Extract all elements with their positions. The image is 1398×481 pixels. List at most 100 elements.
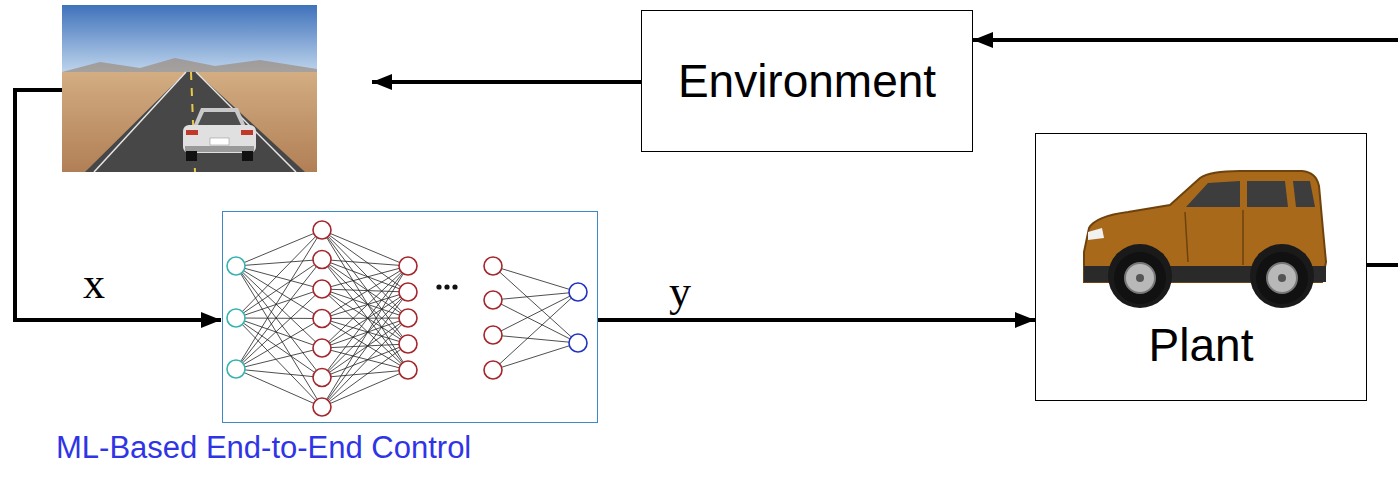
network-weight	[322, 370, 408, 378]
desert	[62, 72, 317, 172]
neuron	[313, 398, 331, 416]
environment-box: Environment	[641, 10, 973, 152]
network-weight	[322, 318, 408, 348]
road	[85, 72, 305, 172]
signal-arrow	[973, 40, 1398, 265]
neuron	[313, 369, 331, 387]
number-plate	[210, 138, 229, 145]
network-weight	[322, 266, 408, 289]
car-tire	[186, 151, 197, 161]
network-weight	[236, 230, 322, 318]
network-weight	[322, 318, 408, 378]
car-body	[183, 125, 256, 153]
network-weight	[322, 266, 408, 319]
door-line	[1185, 212, 1188, 262]
network-weight	[236, 230, 322, 266]
signal-arrow	[598, 318, 1035, 322]
neuron	[484, 326, 502, 344]
road-edge-line	[196, 72, 296, 172]
network-weight	[322, 370, 408, 407]
network-weight	[322, 266, 408, 348]
network-weight	[236, 289, 322, 369]
network-weight	[493, 300, 578, 343]
network-weight	[322, 292, 408, 378]
network-weight	[236, 348, 322, 369]
neuron	[227, 360, 245, 378]
network-weight	[322, 318, 408, 320]
neuron	[227, 257, 245, 275]
network-weight	[236, 266, 322, 378]
network-weight	[236, 318, 322, 320]
box-heading: ML-Based End-to-End Control	[56, 430, 471, 466]
network-weight	[493, 292, 578, 335]
ellipsis-dot	[436, 284, 441, 289]
network-weight	[236, 260, 322, 370]
car-tire	[1114, 252, 1166, 304]
neuron	[313, 280, 331, 298]
neuron	[399, 283, 417, 301]
network-weight	[322, 289, 408, 318]
network-weight	[236, 230, 322, 369]
suv-illustration	[1084, 171, 1326, 308]
neuron	[569, 334, 587, 352]
signal-name: y	[666, 270, 694, 314]
neuron	[227, 309, 245, 327]
network-weight	[236, 260, 322, 319]
network-weight	[493, 335, 578, 343]
neuron	[399, 335, 417, 353]
car-window	[1247, 181, 1288, 207]
network-weight	[322, 318, 408, 407]
neuron	[399, 309, 417, 327]
network-weight	[322, 289, 408, 292]
door-line	[1242, 210, 1244, 265]
network-weight	[493, 292, 578, 370]
signal-arrow	[372, 80, 641, 84]
network-weight	[236, 369, 322, 378]
neuron	[569, 283, 587, 301]
neuron	[484, 361, 502, 379]
network-weight	[236, 260, 322, 267]
network-box: ML-Based End-to-End Control	[222, 211, 598, 423]
network-weight	[236, 266, 322, 348]
road-edge-line	[94, 72, 186, 172]
network-weight	[236, 266, 322, 289]
neural-network	[227, 221, 587, 416]
network-weight	[493, 266, 578, 292]
node-label: Environment	[678, 55, 936, 108]
neuron	[313, 221, 331, 239]
tail-light	[241, 130, 253, 135]
wheel-rim	[1267, 263, 1297, 293]
headlight	[1088, 228, 1104, 240]
neuron	[484, 257, 502, 275]
wheel-hub	[1278, 274, 1286, 282]
network-weight	[236, 318, 322, 407]
car-window	[1293, 181, 1315, 207]
neuron	[313, 251, 331, 269]
network-weight	[236, 319, 322, 370]
network-weight	[322, 344, 408, 407]
neuron	[484, 291, 502, 309]
neuron	[313, 310, 331, 328]
network-weight	[322, 266, 408, 378]
car-tire	[1256, 252, 1308, 304]
network-weight	[493, 343, 578, 370]
network-weight	[322, 292, 408, 348]
wheel-arch	[1250, 244, 1314, 308]
wheel-hub	[1136, 274, 1144, 282]
tail-light	[186, 130, 198, 135]
network-weight	[322, 260, 408, 267]
network-weight	[322, 289, 408, 370]
car-tire	[242, 151, 253, 161]
car-rear-window	[198, 112, 241, 125]
car-window	[1186, 181, 1240, 207]
network-weight	[322, 292, 408, 407]
wheel-arch	[1108, 244, 1172, 308]
neuron	[399, 257, 417, 275]
ellipsis-dot	[444, 284, 449, 289]
network-weight	[322, 348, 408, 370]
road-photo	[62, 5, 317, 172]
neuron	[313, 339, 331, 357]
